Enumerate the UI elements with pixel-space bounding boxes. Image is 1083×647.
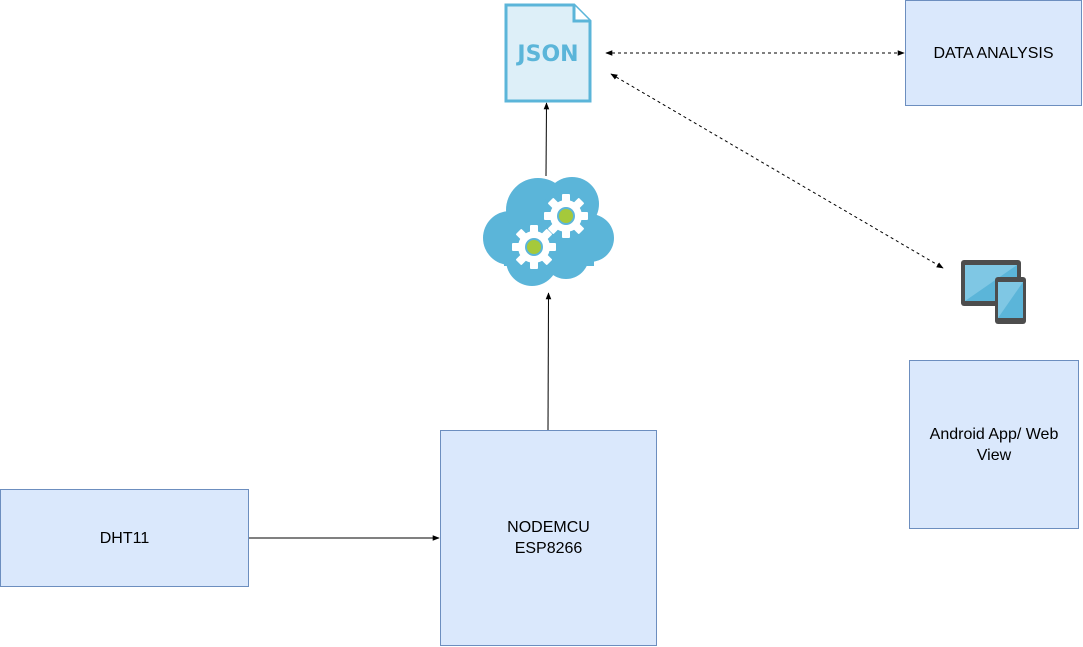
android-app-box: Android App/ Web View: [909, 360, 1079, 529]
arrow-json-devices: [610, 73, 944, 269]
arrow-nodemcu-to-cloud: [545, 292, 552, 431]
nodemcu-box: NODEMCU ESP8266: [440, 430, 657, 646]
nodemcu-label: NODEMCU ESP8266: [499, 517, 598, 559]
dht11-label: DHT11: [99, 529, 150, 547]
data-analysis-box: DATA ANALYSIS: [905, 0, 1082, 106]
cloud-gears-icon: [480, 176, 616, 290]
json-file-icon: JSON: [502, 3, 592, 103]
data-analysis-label: DATA ANALYSIS: [933, 44, 1054, 62]
nodemcu-label-line2: ESP8266: [514, 540, 583, 557]
json-label: JSON: [515, 42, 578, 67]
dht11-box: DHT11: [0, 489, 249, 587]
nodemcu-label-line1: NODEMCU: [507, 519, 590, 536]
android-app-label: Android App/ Web View: [929, 425, 1059, 464]
tablet-phone-icon: [960, 258, 1028, 326]
arrow-cloud-to-json: [543, 102, 550, 177]
